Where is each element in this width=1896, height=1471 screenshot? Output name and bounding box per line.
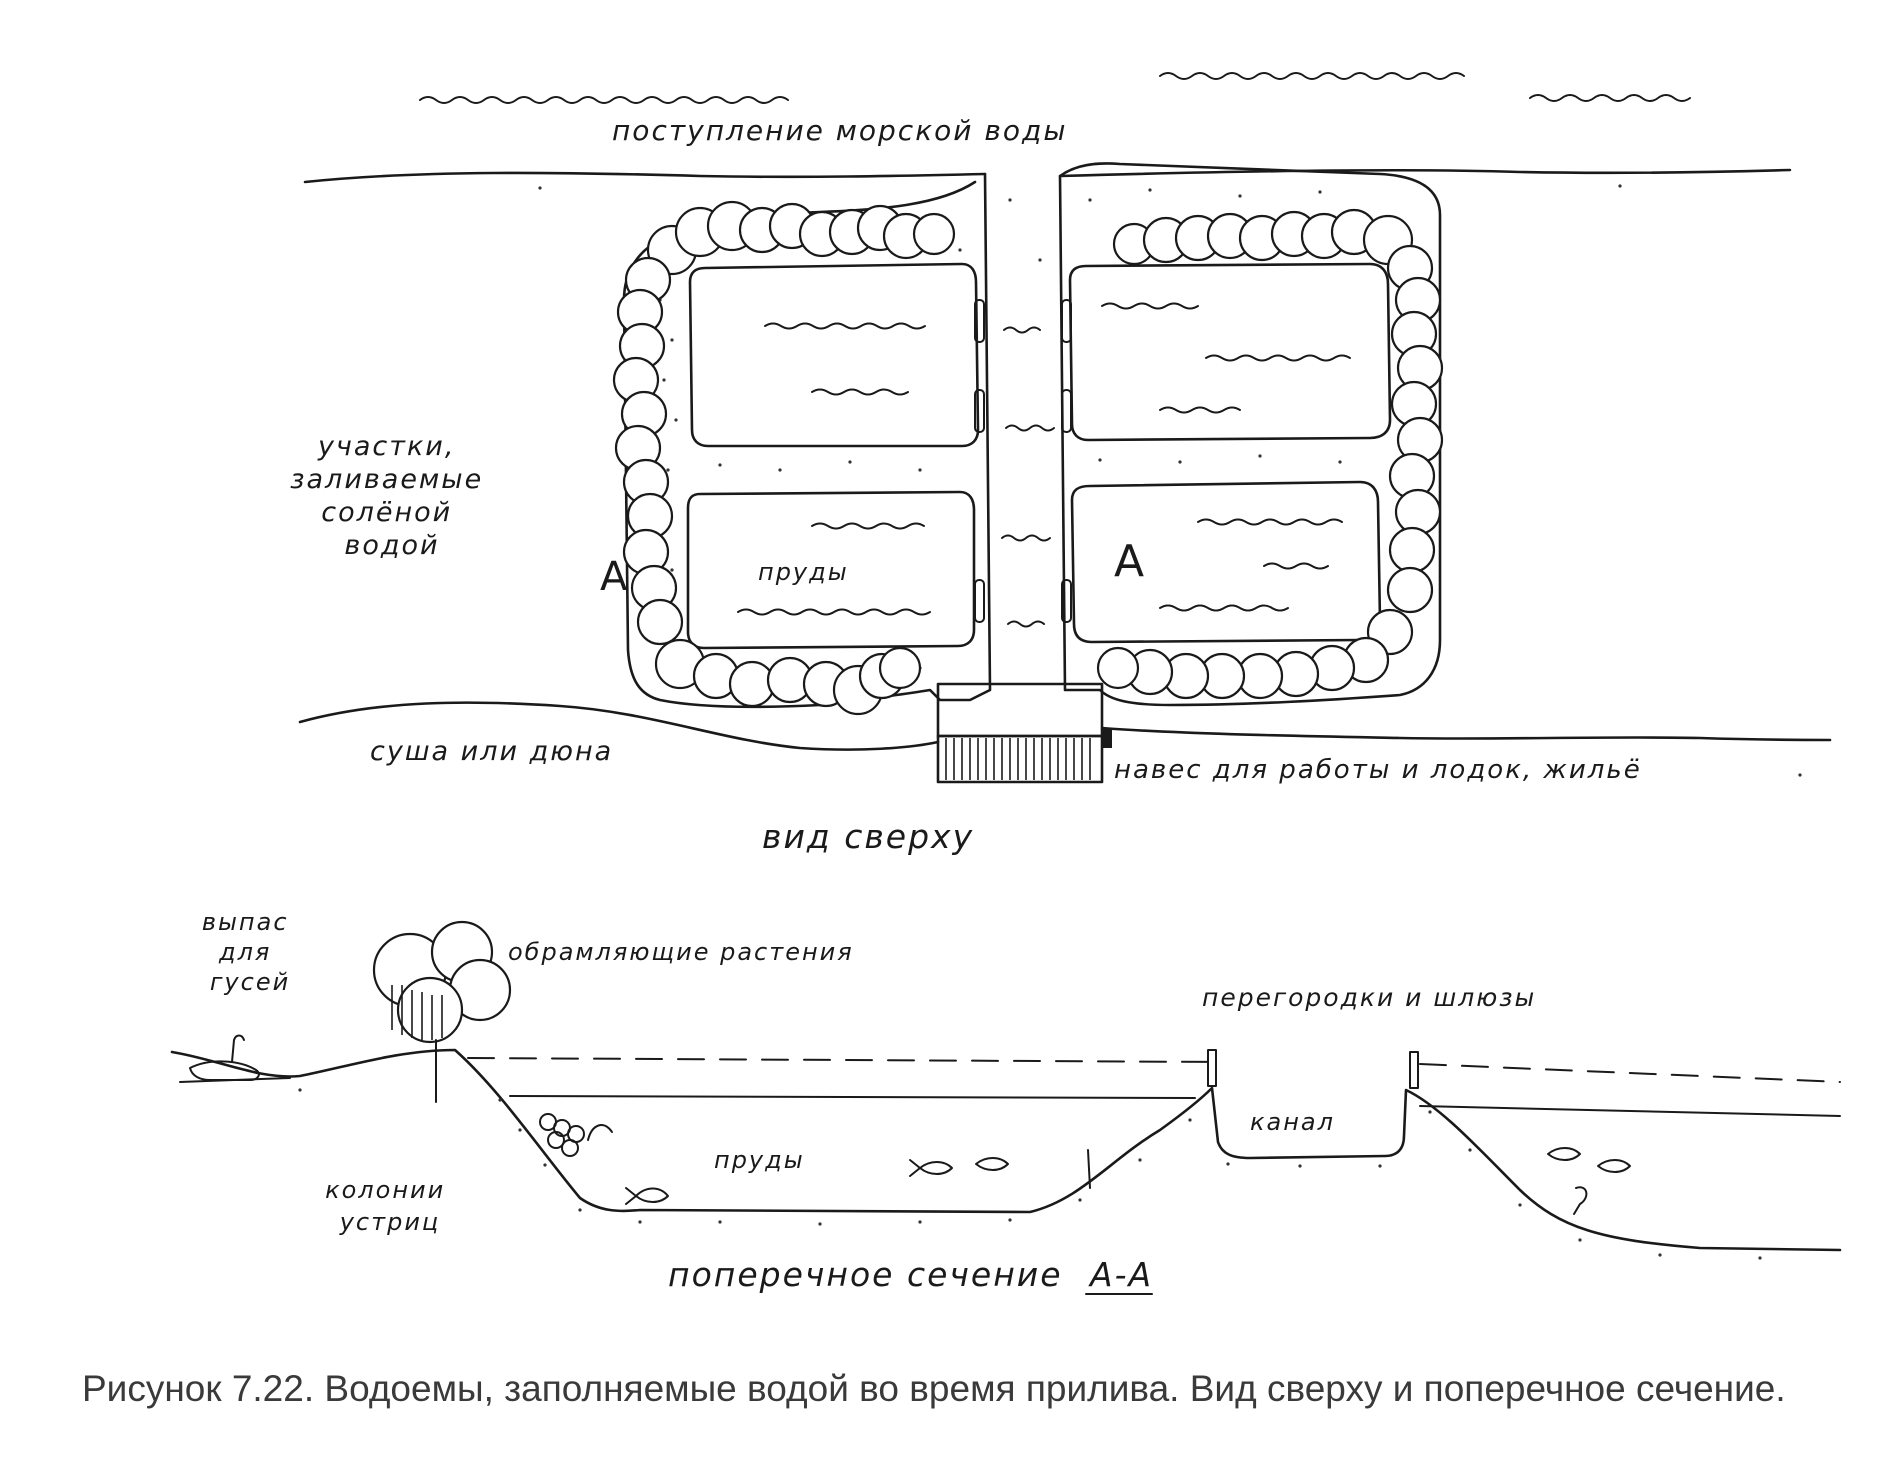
shed-building [936,682,1112,784]
ground-profile [170,1048,1842,1252]
tree-icon [372,920,512,1103]
sea-shoreline [303,168,1792,184]
water-level-line-low [509,1095,1841,1117]
ponds-label-section: пруды [714,1146,805,1174]
cross-section-title-mark: А-А [1088,1255,1153,1294]
section-mark-right: А [1114,536,1144,587]
cross-section-title: поперечное сечение [668,1255,1063,1294]
ground-stipple [298,1088,1762,1260]
top-view-title: вид сверху [762,817,974,856]
ponds-label-top: пруды [758,558,849,586]
fish-icon [625,1147,1631,1215]
right-shrubs [1096,208,1444,700]
cross-section: выпас для гусей обрамляющие растения пер… [170,908,1842,1295]
flooded-areas-label: участки, заливаемые солёной водой [290,431,494,561]
sea-waves [419,72,1691,104]
channel-water-marks [1001,326,1055,628]
oyster-colonies-label: колонии устриц [325,1176,455,1236]
sea-inflow-label: поступление морской воды [612,114,1067,147]
goose-icon [179,1034,291,1083]
top-view: поступление морской воды [290,72,1832,856]
land-dune-label: суша или дюна [370,736,613,767]
left-shrubs [612,200,956,716]
shed-label: навес для работы и лодок, жильё [1114,755,1642,785]
water-level-line [467,1057,1841,1083]
goose-grazing-label: выпас для гусей [202,908,298,996]
oyster-icon [539,1113,613,1157]
partitions-locks-label: перегородки и шлюзы [1202,983,1536,1012]
pond-right-top [1068,262,1392,442]
figure-caption: Рисунок 7.22. Водоемы, заполняемые водой… [82,1368,1786,1409]
pond-left-bottom [686,490,976,650]
pond-water-marks [737,302,1351,616]
section-mark-left: А [600,554,628,600]
sluice-posts [1087,1049,1419,1189]
right-embankment [1058,162,1442,707]
border-plants-label: обрамляющие растения [508,938,854,966]
pond-left-top [688,262,980,448]
land-dune-line [298,701,1832,751]
channel-label: канал [1250,1108,1335,1136]
sluice-gates [974,299,1072,623]
